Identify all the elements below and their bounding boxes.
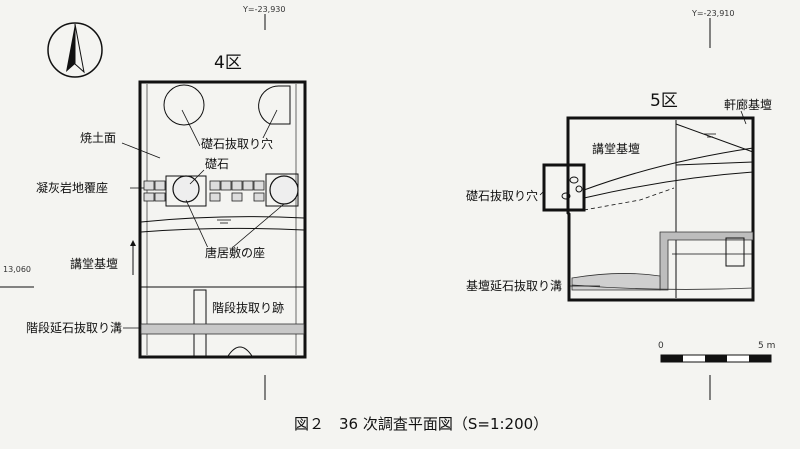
zone5-label-lecture-hall-base: 講堂基壇: [592, 142, 641, 156]
figure-caption: 図２ 36 次調査平面図（S=1:200）: [294, 415, 549, 433]
zone4-label-stair-trace: 階段抜取り跡: [212, 301, 285, 315]
scale-bar: [660, 354, 772, 363]
north-arrow-icon: [47, 22, 103, 78]
zone4-label-foundation-stone: 礎石: [204, 157, 231, 171]
zone4-leaders: [121, 109, 285, 329]
zone4-label-stair-trench: 階段延石抜取り溝: [26, 321, 123, 335]
zone4-label-lecture-hall-base: 講堂基壇: [70, 257, 119, 271]
coord-y-right: Y=-23,910: [692, 9, 735, 18]
scale-label-zero: 0: [658, 341, 664, 351]
zone5-label-stone-pit: 礎石抜取り穴: [466, 189, 539, 203]
zone4-label-tuff-base: 凝灰岩地覆座: [36, 181, 109, 195]
coord-x-mark: 13,060: [3, 265, 31, 274]
zone5-leaders: [539, 110, 747, 287]
zone5-label-corridor-base: 軒廊基壇: [724, 98, 773, 112]
zone5-plan: [542, 116, 755, 302]
zone4-label-burnt-surface: 焼土面: [80, 131, 117, 145]
zone5-label-base-trench: 基壇延石抜取り溝: [466, 279, 563, 293]
coord-y-left: Y=-23,930: [243, 5, 286, 14]
zone4-label-stone-pit: 礎石抜取り穴: [200, 137, 275, 151]
zone4-plan: [130, 80, 307, 359]
zone5-title: 5区: [650, 91, 678, 111]
zone4-title: 4区: [214, 53, 242, 73]
scale-label-five: 5 m: [758, 341, 776, 351]
zone4-label-karai-seat: 唐居敷の座: [204, 246, 267, 260]
